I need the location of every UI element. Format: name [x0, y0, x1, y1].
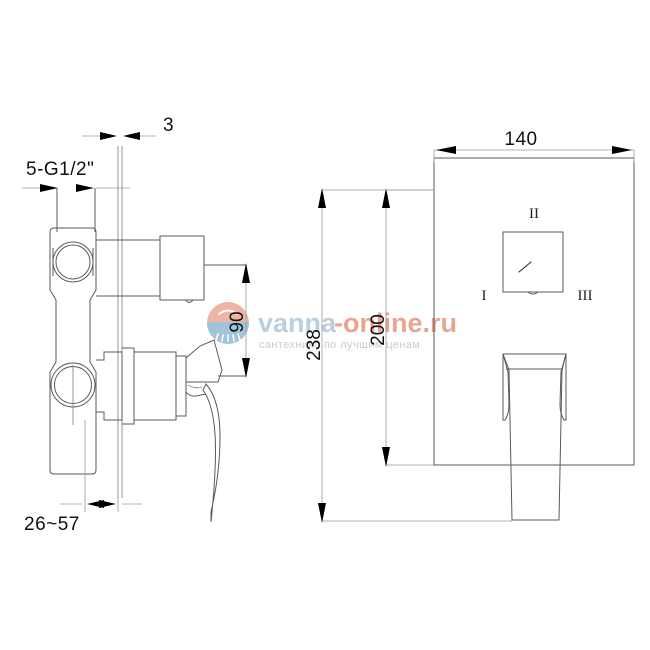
valve-body-side-outline	[49, 232, 97, 470]
lower-cartridge-body	[134, 351, 177, 421]
dimension-plate-thickness: 3	[82, 115, 174, 140]
watermark-logo-icon	[207, 302, 249, 344]
dimension-label-thread-size: 5-G1/2"	[26, 159, 94, 180]
upper-cartridge-tab	[185, 299, 194, 303]
lower-escutcheon-ring	[122, 347, 135, 425]
watermark-brand-secondary: -online.ru	[334, 308, 457, 338]
upper-port-flats	[52, 248, 94, 276]
dimension-label-overall-height: 238	[304, 329, 325, 361]
lever-handle-base-curve	[185, 382, 207, 397]
dimension-port-spacing: 90	[227, 263, 250, 378]
dimension-label-plate-height: 200	[368, 314, 389, 346]
lever-handle-shaft	[202, 383, 221, 523]
right-front-view: I II III 140 200	[304, 129, 635, 523]
dimension-thread-size: 5-G1/2"	[22, 159, 130, 192]
lower-housing-neck	[96, 351, 123, 421]
diverter-knob-square	[502, 231, 564, 293]
lever-handle-seam	[187, 384, 203, 389]
dimension-label-port-spacing: 90	[227, 311, 248, 332]
valve-body-bottom-cap	[49, 469, 97, 475]
port-marker-III: III	[578, 288, 593, 304]
valve-body-top-cap	[49, 227, 97, 233]
lever-left-flare	[502, 353, 510, 421]
lever-right-flare	[559, 353, 567, 421]
dimension-plate-width: 140	[433, 129, 635, 162]
watermark-tagline: сантехника по лучшим ценам	[259, 339, 420, 351]
port-marker-II: II	[529, 206, 539, 222]
dimension-label-wall-depth-range: 26~57	[24, 514, 80, 535]
dimension-wall-depth-range: 26~57	[24, 420, 142, 535]
watermark: vanna -online.ru сантехника по лучшим це…	[207, 302, 457, 351]
dimension-label-plate-width: 140	[504, 129, 537, 150]
upper-port-inner-circle	[55, 244, 91, 280]
faceplate-outline	[433, 157, 635, 466]
watermark-brand-primary: vanna	[258, 308, 337, 338]
dimension-overall-height: 238	[304, 188, 512, 523]
left-side-section-view: 3 5-G1/2" 90 26~57	[22, 115, 250, 535]
dimension-label-plate-thickness: 3	[163, 115, 174, 136]
diverter-indicator-mark	[518, 261, 532, 273]
port-marker-I: I	[482, 288, 487, 304]
upper-cartridge-cylinder	[159, 235, 205, 301]
diverter-bottom-tab	[527, 291, 539, 295]
